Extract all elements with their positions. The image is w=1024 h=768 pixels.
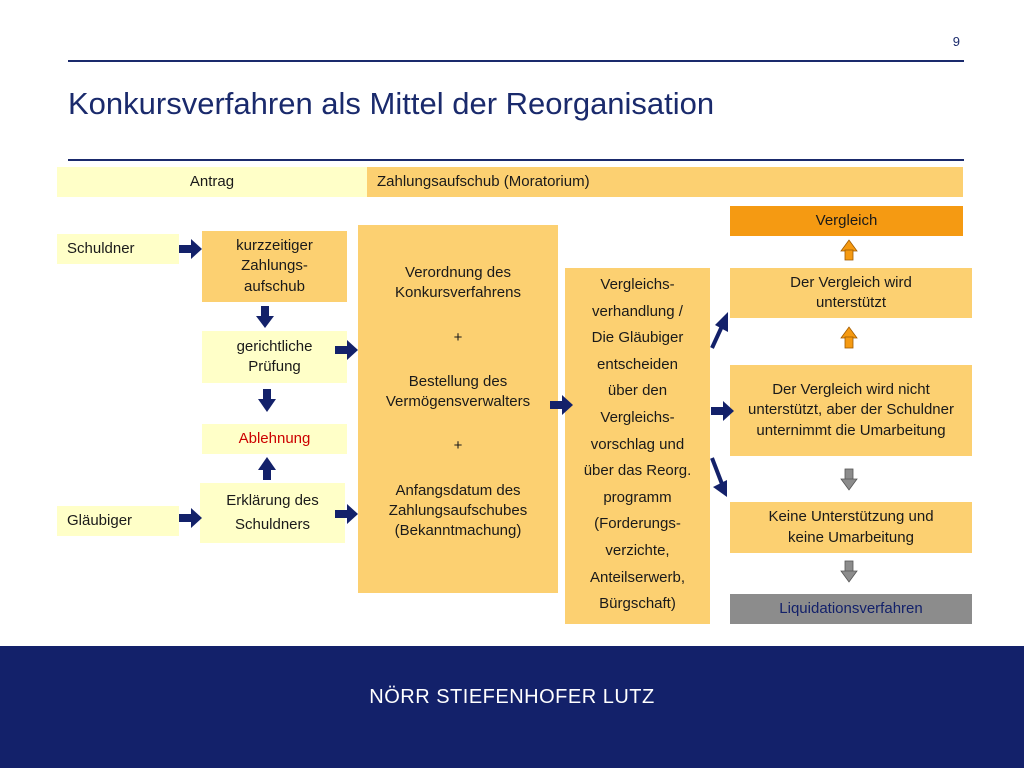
arrow-right-icon [335, 504, 358, 524]
outcome-supported: Der Vergleich wird unterstützt [730, 268, 972, 318]
negotiation-line: verzichte, [605, 541, 670, 559]
outcome-settlement: Vergleich [730, 206, 963, 236]
outcome-no-support: Keine Unterstützung und keine Umarbeitun… [730, 502, 972, 553]
negotiation-line: entscheiden [597, 355, 678, 373]
header-rule-top [68, 60, 964, 62]
arrow-right-icon [711, 401, 734, 421]
arrow-right-icon [335, 340, 358, 360]
court-order-plus-1: + [453, 328, 463, 346]
party-debtor: Schuldner [57, 234, 179, 264]
outcome-not-supported-reorg: Der Vergleich wird nicht unterstützt, ab… [730, 365, 972, 456]
negotiation-line: Bürgschaft) [599, 595, 676, 613]
arrow-down-icon [840, 468, 858, 491]
step-court-review: gerichtliche Prüfung [202, 331, 347, 383]
arrow-right-icon [179, 239, 202, 259]
arrow-down-icon [256, 306, 274, 328]
arrow-up-right-icon [710, 312, 728, 349]
footer-band [0, 646, 1024, 768]
court-order-item-proceedings: Verordnung des Konkursverfahrens [395, 264, 521, 302]
court-order-item-administrator: Bestellung des Vermögensverwalters [385, 372, 531, 410]
header-rule-bottom [68, 159, 964, 161]
step-short-deferral: kurzzeitiger Zahlungs-aufschub [202, 231, 347, 302]
step-debtor-declaration: Erklärung des Schuldners [200, 483, 345, 543]
arrow-down-icon [840, 560, 858, 583]
negotiation-line: vorschlag und [590, 435, 685, 453]
arrow-right-icon [550, 395, 573, 415]
negotiation-line: Vergleichs- [600, 408, 675, 426]
page-title: Konkursverfahren als Mittel der Reorgani… [68, 86, 715, 121]
court-order-plus-2: + [453, 437, 463, 455]
arrow-up-icon [840, 326, 858, 349]
step-rejection: Ablehnung [202, 424, 347, 454]
arrow-up-icon [258, 457, 276, 480]
phase-antrag: Antrag [57, 167, 367, 197]
court-order-item-start-date: Anfangsdatum des Zahlungsaufschubes (Bek… [388, 481, 528, 540]
negotiation-line: (Forderungs- [594, 515, 681, 533]
page-number: 9 [952, 34, 960, 49]
negotiation-line: verhandlung / [592, 302, 683, 320]
negotiation-line: über den [607, 382, 668, 400]
footer-brand: NÖRR STIEFENHOFER LUTZ [369, 686, 655, 708]
negotiation-line: Anteilserwerb, [589, 568, 686, 586]
negotiation-box: Vergleichs- verhandlung / Die Gläubiger … [565, 268, 710, 624]
party-creditor: Gläubiger [57, 506, 179, 536]
arrow-down-right-icon [710, 457, 727, 497]
negotiation-line: programm [603, 488, 672, 506]
court-order-box: Verordnung des Konkursverfahrens + Beste… [358, 225, 558, 593]
arrow-down-icon [258, 389, 276, 412]
arrow-right-icon [179, 508, 202, 528]
negotiation-line: Vergleichs- [600, 276, 675, 293]
negotiation-line: Die Gläubiger [591, 329, 684, 347]
outcome-liquidation: Liquidationsverfahren [730, 594, 972, 624]
arrow-up-icon [840, 239, 858, 261]
negotiation-line: über das Reorg. [583, 462, 692, 480]
phase-moratorium: Zahlungsaufschub (Moratorium) [367, 167, 963, 197]
